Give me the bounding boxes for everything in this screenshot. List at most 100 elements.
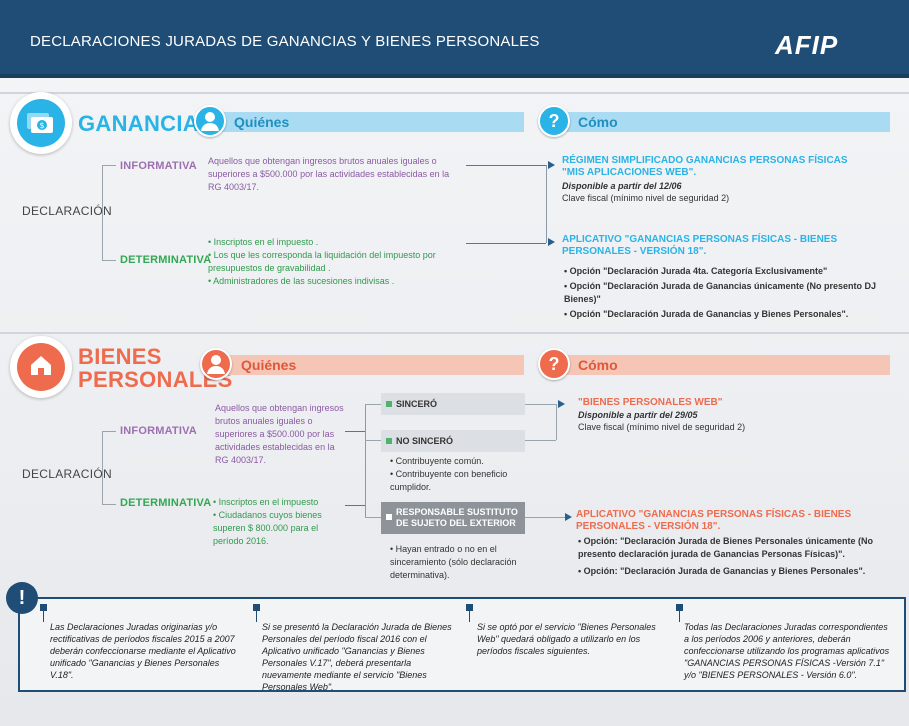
bienes-title: BIENES PERSONALES — [78, 345, 233, 391]
arrow-right-icon — [548, 238, 555, 246]
bullet-square-icon — [386, 514, 392, 520]
bienes-determinativa: DETERMINATIVA — [120, 497, 212, 509]
ganancias-informativa-text: Aquellos que obtengan ingresos brutos an… — [208, 156, 450, 192]
ganancias-tree-h2 — [102, 260, 116, 261]
svg-text:$: $ — [39, 121, 44, 130]
list-item: • Contribuyente común. — [390, 456, 484, 466]
bienes-como-vline — [556, 404, 557, 440]
bienes-branch-determinativa — [345, 505, 365, 506]
no-sincero-box — [381, 430, 525, 452]
bienes-quienes-label: Quiénes — [241, 357, 297, 373]
bienes-informativa: INFORMATIVA — [120, 425, 197, 437]
note-marker-line — [256, 608, 257, 622]
ganancias-determinativa-list: • Inscriptos en el impuesto . • Los que … — [208, 236, 468, 288]
note-marker-icon — [466, 604, 473, 611]
responsable-label: RESPONSABLE SUSTITUTO DE SUJETO DEL EXTE… — [396, 507, 518, 528]
person-icon — [194, 105, 226, 137]
bienes-determinativa-list: • Inscriptos en el impuesto • Ciudadanos… — [213, 496, 343, 548]
sincero-box — [381, 393, 525, 415]
arrow-right-icon — [558, 400, 565, 408]
no-sincero-list: • Contribuyente común. • Contribuyente c… — [390, 455, 525, 494]
bienes-tree-h1 — [102, 431, 116, 432]
header-bar — [0, 0, 909, 78]
afip-logo: AFIP — [775, 30, 839, 60]
responsable-text: • Hayan entrado o no en el sinceramiento… — [390, 544, 517, 580]
list-item: • Opción: "Declaración Jurada de Bienes … — [578, 536, 874, 559]
bienes-tree-h2 — [102, 504, 116, 505]
list-item: • Opción "Declaración Jurada de Ganancia… — [564, 281, 877, 304]
page-title: DECLARACIONES JURADAS DE GANANCIAS Y BIE… — [30, 33, 540, 50]
bienes-branch-informativa — [345, 431, 365, 432]
note-marker-icon — [40, 604, 47, 611]
list-item: • Ciudadanos cuyos bienes superen $ 800.… — [213, 510, 322, 546]
ganancias-determinativa: DETERMINATIVA — [120, 254, 212, 266]
ganancias-declaracion: DECLARACIÓN — [22, 204, 112, 218]
note-4: Todas las Declaraciones Juradas correspo… — [684, 622, 890, 680]
bullet-square-icon — [386, 401, 392, 407]
bienes-branch-h3 — [365, 517, 381, 518]
list-item: • Opción "Declaración Jurada de Ganancia… — [564, 309, 849, 319]
notes-panel — [18, 597, 906, 692]
ganancias-tree-h1 — [102, 165, 116, 166]
bienes-como-pill — [556, 355, 890, 375]
bienes-branch-h2 — [365, 440, 381, 441]
bienes-web-title: "BIENES PERSONALES WEB" — [578, 397, 723, 408]
note-marker-icon — [253, 604, 260, 611]
connector-vline — [546, 165, 547, 243]
bienes-como-label: Cómo — [578, 357, 618, 373]
alert-icon: ! — [6, 582, 38, 614]
divider-top — [0, 92, 909, 94]
list-item: • Los que les corresponda la liquidación… — [208, 250, 436, 273]
bienes-aplicativo-list: • Opción: "Declaración Jurada de Bienes … — [578, 535, 888, 578]
person-icon — [200, 348, 232, 380]
bienes-como-h1 — [525, 404, 556, 405]
bienes-title-line2: PERSONALES — [78, 367, 233, 392]
bienes-web-disponible: Disponible a partir del 29/05 — [578, 410, 698, 420]
bullet-square-icon — [386, 438, 392, 444]
ganancias-regimen-disponible: Disponible a partir del 12/06 — [562, 181, 682, 191]
bienes-como-h2 — [525, 440, 556, 441]
bienes-aplicativo-title: APLICATIVO "GANANCIAS PERSONAS FÍSICAS -… — [576, 509, 852, 532]
note-marker-icon — [676, 604, 683, 611]
list-item: • Inscriptos en el impuesto . — [208, 237, 319, 247]
ganancias-como-label: Cómo — [578, 114, 618, 130]
bienes-como-h3 — [525, 517, 565, 518]
no-sincero-label: NO SINCERÓ — [396, 436, 454, 446]
bienes-title-line1: BIENES — [78, 344, 162, 369]
ganancias-regimen-clave: Clave fiscal (mínimo nivel de seguridad … — [562, 193, 730, 203]
sincero-label: SINCERÓ — [396, 399, 438, 409]
note-1: Las Declaraciones Juradas originarias y/… — [50, 622, 236, 680]
bienes-branch-vline — [365, 404, 366, 518]
ganancias-aplicativo-title: APLICATIVO "GANANCIAS PERSONAS FÍSICAS -… — [562, 234, 838, 257]
arrow-right-icon — [548, 161, 555, 169]
note-marker-line — [43, 608, 44, 622]
house-icon — [10, 336, 72, 398]
bienes-declaracion: DECLARACIÓN — [22, 467, 112, 481]
note-marker-line — [469, 608, 470, 622]
money-icon: $ — [10, 92, 72, 154]
list-item: • Opción "Declaración Jurada 4ta. Catego… — [564, 266, 828, 276]
bienes-informativa-text: Aquellos que obtengan ingresos brutos an… — [215, 403, 344, 465]
arrow-right-icon — [565, 513, 572, 521]
responsable-box — [381, 502, 525, 534]
ganancias-aplicativo-list: • Opción "Declaración Jurada 4ta. Catego… — [564, 265, 894, 321]
ganancias-como-pill — [556, 112, 890, 132]
list-item: • Opción: "Declaración Jurada de Gananci… — [578, 566, 866, 576]
divider-middle — [0, 332, 909, 334]
list-item: • Contribuyente con beneficio cumplidor. — [390, 469, 508, 492]
ganancias-quienes-label: Quiénes — [234, 114, 290, 130]
ganancias-regimen-title: RÉGIMEN SIMPLIFICADO GANANCIAS PERSONAS … — [562, 155, 848, 178]
ganancias-tree-vline — [102, 165, 103, 261]
note-2: Si se presentó la Declaración Jurada de … — [262, 622, 452, 692]
bienes-tree-vline — [102, 431, 103, 505]
bienes-quienes-pill — [220, 355, 524, 375]
connector-informativa — [466, 165, 546, 166]
note-3: Si se optó por el servicio "Bienes Perso… — [477, 622, 656, 656]
question-icon: ? — [538, 348, 570, 380]
connector-determinativa — [466, 243, 546, 244]
list-item: • Inscriptos en el impuesto — [213, 497, 319, 507]
note-marker-line — [679, 608, 680, 622]
ganancias-title: GANANCIAS — [78, 111, 214, 136]
bienes-branch-h1 — [365, 404, 381, 405]
ganancias-informativa: INFORMATIVA — [120, 160, 197, 172]
